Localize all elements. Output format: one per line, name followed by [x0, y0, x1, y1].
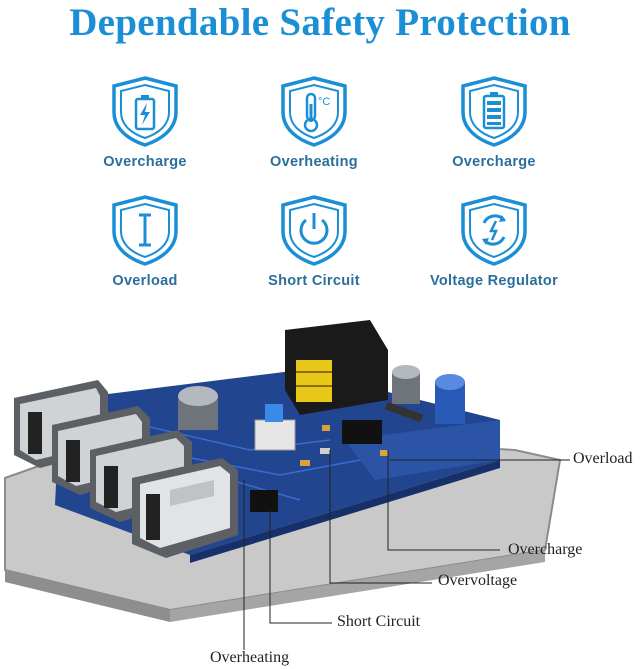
feature-overheating: °C Overheating [224, 74, 404, 170]
overload-i-icon [112, 195, 178, 266]
callout-overheating: Overheating [210, 649, 290, 666]
feature-label: Overcharge [103, 154, 187, 170]
feature-overcharge: Overcharge [55, 74, 235, 170]
battery-icon [112, 76, 178, 147]
page-title: Dependable Safety Protection [69, 1, 571, 44]
feature-label: Overheating [270, 154, 358, 170]
callout-overload: Overload [573, 450, 633, 467]
feature-short-circuit: Short Circuit [224, 193, 404, 289]
feature-label: Short Circuit [268, 273, 360, 289]
usb-port [132, 458, 238, 558]
thermometer-icon: °C [281, 76, 347, 147]
callout-short-circuit: Short Circuit [337, 613, 421, 630]
voltage-regulator-icon [461, 195, 527, 266]
feature-overcharge-2: Overcharge [404, 74, 584, 170]
thermometer-unit: °C [318, 96, 330, 108]
feature-overload: Overload [55, 193, 235, 289]
callout-overcharge: Overcharge [508, 541, 583, 558]
feature-voltage-regulator: Voltage Regulator [404, 193, 584, 289]
callout-overvoltage: Overvoltage [438, 572, 518, 589]
battery-level-icon [461, 76, 527, 147]
feature-label: Voltage Regulator [429, 273, 559, 289]
base-plate-edge [5, 570, 170, 622]
power-icon [281, 195, 347, 266]
feature-label: Overload [112, 273, 178, 289]
feature-label: Overcharge [452, 154, 536, 170]
circuit-board-illustration [4, 320, 570, 650]
ic-chip [342, 420, 382, 444]
ic-chip-small [250, 490, 278, 512]
